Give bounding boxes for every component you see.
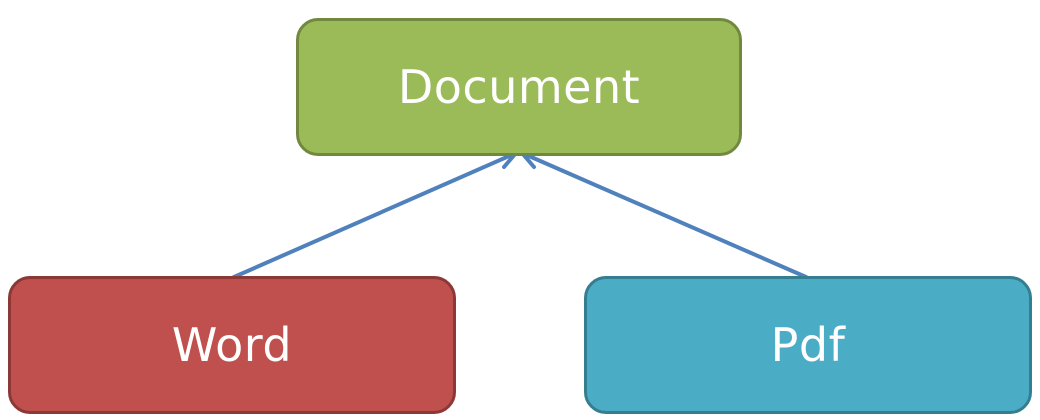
- word-node-label: Word: [171, 318, 293, 372]
- word-node: Word: [8, 276, 456, 414]
- pdf-node-label: Pdf: [770, 318, 846, 372]
- edge-word-to-document: [232, 151, 518, 279]
- pdf-node: Pdf: [584, 276, 1032, 414]
- edge-pdf-to-document: [520, 151, 808, 279]
- document-node-label: Document: [397, 60, 641, 114]
- document-node: Document: [296, 18, 742, 156]
